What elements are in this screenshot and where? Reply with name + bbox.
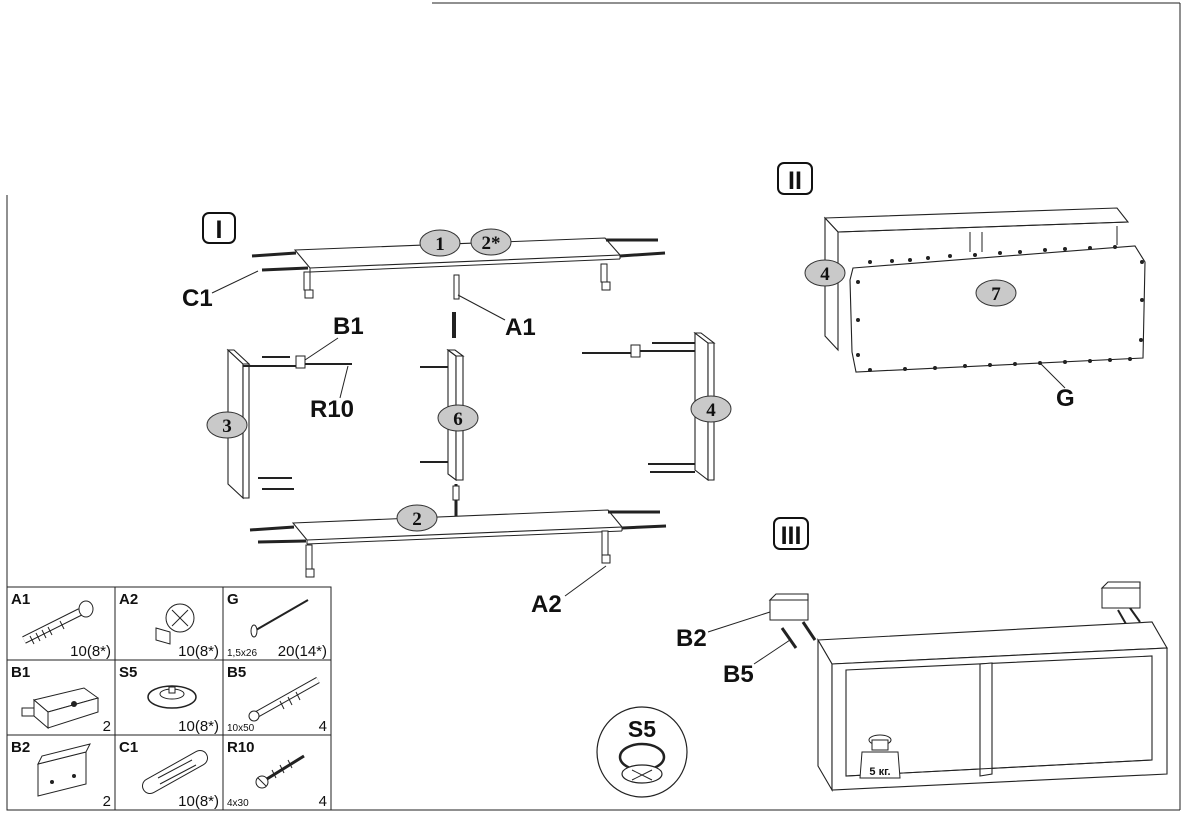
hardware-cell-g: G 1,5x26 20(14*)	[227, 591, 327, 660]
bottom-board	[249, 509, 667, 578]
s5-callout: S5	[596, 706, 688, 798]
panel-marker-4-step1	[690, 395, 732, 423]
hardware-cell-a2: A2 10(8*)	[119, 591, 219, 660]
panel-number-1: 1	[435, 234, 445, 255]
hardware-cell-b2: B2 2	[11, 739, 111, 810]
hw-size-r10: 4x30	[227, 798, 249, 809]
callout-r10: R10	[310, 396, 354, 423]
step-one-label: I	[216, 216, 223, 244]
panel-marker-2star	[470, 228, 512, 256]
hw-code-s5: S5	[119, 664, 137, 681]
step-three-group: III 5 кг. B2 B5	[676, 517, 1168, 793]
step-one-group: I 1 2*	[182, 212, 732, 618]
hw-code-a2: A2	[119, 591, 138, 608]
step-two-group: II 4 7	[777, 162, 1146, 412]
screw-icon	[255, 754, 305, 789]
hardware-cell-s5: S5 10(8*)	[119, 664, 219, 735]
callout-c1: C1	[182, 285, 213, 312]
hw-qty-s5: 10(8*)	[178, 718, 219, 735]
hw-size-g: 1,5x26	[227, 648, 257, 659]
back-panel	[849, 245, 1146, 373]
hardware-table: A1 10(8*) A2 10(8*) G	[6, 586, 332, 811]
top-board	[251, 237, 666, 300]
callout-a2: A2	[531, 591, 562, 618]
hw-qty-c1: 10(8*)	[178, 793, 219, 810]
step-three-badge	[773, 517, 809, 550]
hw-qty-b2: 2	[103, 793, 111, 810]
callout-b5: B5	[723, 661, 754, 688]
hw-qty-b5: 4	[319, 718, 327, 735]
panel-marker-6	[437, 404, 479, 432]
cam-bolt-icon	[22, 600, 94, 645]
panel-number-4-step2: 4	[820, 264, 830, 285]
hw-code-a1: A1	[11, 591, 30, 608]
hw-code-c1: C1	[119, 739, 138, 756]
panel-number-2: 2	[412, 509, 422, 530]
hardware-cell-c1: C1 10(8*)	[119, 739, 219, 810]
step-three-label: III	[781, 522, 802, 550]
panel-marker-4-step2	[804, 259, 846, 287]
panel-marker-2	[396, 504, 438, 532]
cam-lock-icon	[155, 603, 195, 645]
hw-code-b2: B2	[11, 739, 30, 756]
step-two-badge	[777, 162, 813, 195]
panel-marker-7	[975, 279, 1017, 307]
s5-callout-label: S5	[628, 716, 656, 742]
panel-marker-3	[206, 411, 248, 439]
dowel-icon	[142, 750, 208, 794]
callout-g: G	[1056, 385, 1075, 412]
nail-icon	[250, 599, 309, 638]
hardware-cell-r10: R10 4x30 4	[227, 739, 327, 810]
panel-number-3: 3	[222, 416, 232, 437]
hardware-cell-b1: B1 2	[11, 664, 111, 735]
hw-code-g: G	[227, 591, 239, 608]
wall-brackets	[768, 581, 1141, 649]
hardware-cell-b5: B5 10x50 4	[227, 664, 327, 735]
callout-b2: B2	[676, 625, 707, 652]
panel-number-6: 6	[453, 409, 463, 430]
hw-qty-a1: 10(8*)	[70, 643, 111, 660]
hw-qty-b1: 2	[103, 718, 111, 735]
hw-qty-g: 20(14*)	[278, 643, 327, 660]
hw-code-r10: R10	[227, 739, 255, 756]
hw-qty-a2: 10(8*)	[178, 643, 219, 660]
hw-qty-r10: 4	[319, 793, 327, 810]
callout-a1: A1	[505, 314, 536, 341]
connector-icon	[21, 687, 100, 730]
cap-icon	[147, 685, 197, 709]
panel-number-2star: 2*	[482, 233, 501, 254]
wall-plug-icon	[248, 676, 320, 722]
hw-code-b1: B1	[11, 664, 30, 681]
step-two-label: II	[788, 167, 802, 195]
panel-number-4-step1: 4	[706, 400, 716, 421]
hw-size-b5: 10x50	[227, 723, 255, 734]
callout-b1: B1	[333, 313, 364, 340]
step-one-badge	[202, 212, 236, 244]
panel-marker-1	[419, 229, 461, 257]
weight-icon: 5 кг.	[859, 734, 901, 779]
weight-label: 5 кг.	[869, 766, 890, 778]
hanging-bracket-icon	[37, 743, 91, 797]
hw-code-b5: B5	[227, 664, 246, 681]
panel-number-7: 7	[991, 284, 1001, 305]
hardware-cell-a1: A1 10(8*)	[11, 591, 111, 660]
